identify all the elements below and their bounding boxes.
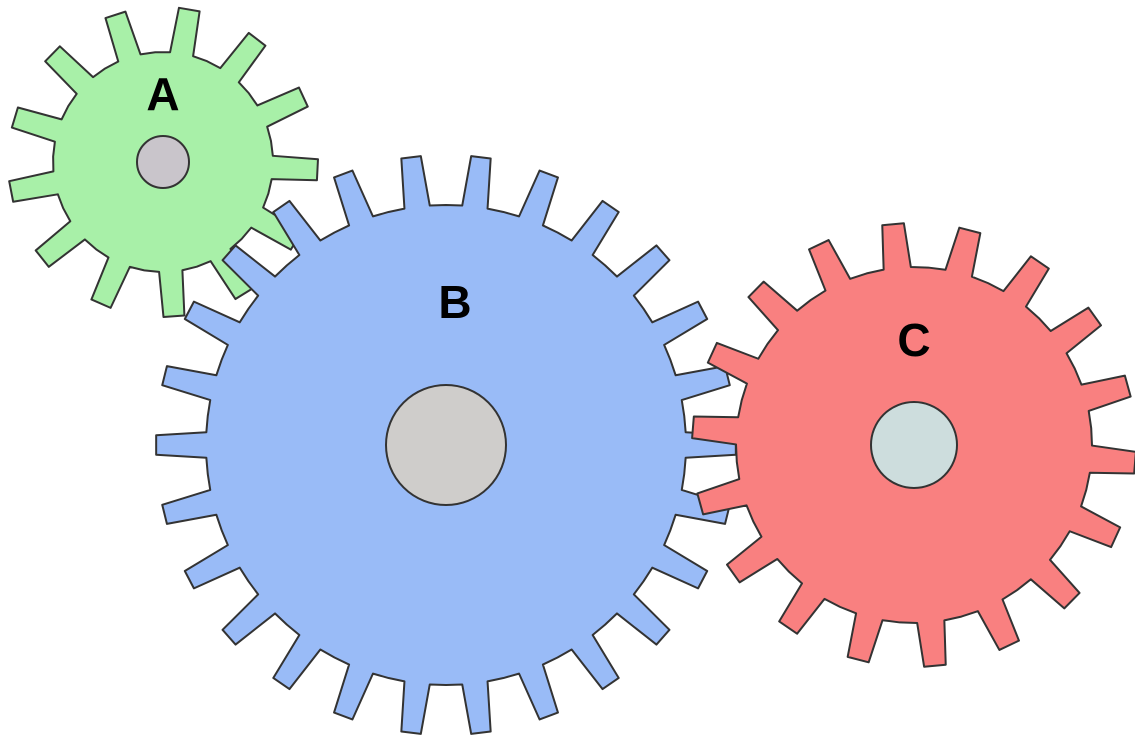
gear-b: B: [156, 156, 736, 734]
gear-c-hub: [871, 402, 957, 488]
gear-a-label: A: [146, 68, 179, 120]
gear-a-hub: [137, 136, 189, 188]
gear-b-hub: [386, 385, 506, 505]
gear-a: A: [9, 8, 318, 317]
gear-c: C: [692, 223, 1135, 667]
gear-c-label: C: [897, 314, 930, 366]
gear-b-label: B: [438, 276, 471, 328]
